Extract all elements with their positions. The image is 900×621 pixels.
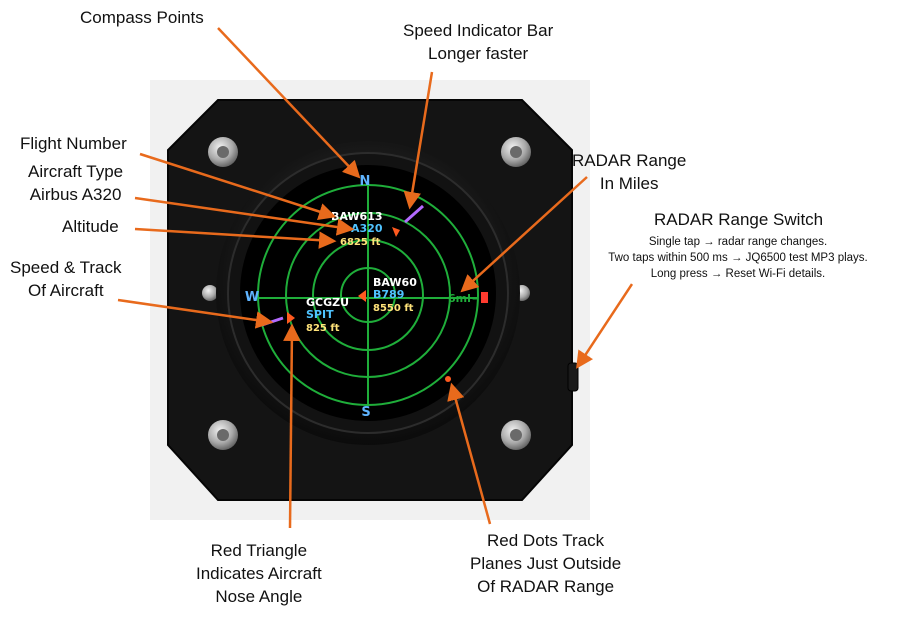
arrow-speed-bar (403, 71, 434, 210)
callout-speed-bar-line1: Speed Indicator Bar (403, 21, 554, 40)
callout-speed-bar-line2: Longer faster (428, 44, 529, 63)
arrow-radar-range (460, 176, 588, 293)
callout-flight-number: Flight Number (20, 132, 127, 155)
callout-altitude: Altitude (62, 215, 119, 238)
callout-range-switch-title: RADAR Range Switch (654, 208, 823, 231)
screw-bottom-right-icon (501, 420, 531, 450)
callout-red-triangle: Red Triangle Indicates Aircraft Nose Ang… (196, 539, 322, 608)
arrow-flight-number (139, 152, 337, 221)
callout-range-switch-title-text: RADAR Range Switch (654, 210, 824, 229)
callout-speed-track-line2: Of Aircraft (27, 281, 104, 300)
range-label-dash: – (472, 292, 478, 305)
screw-bottom-left-icon (208, 420, 238, 450)
callout-aircraft-type-line2: Airbus A320 (29, 185, 122, 204)
compass-north: N (360, 174, 371, 189)
aircraft-type: SPIT (306, 308, 334, 321)
callout-red-dots-line3: Of RADAR Range (477, 577, 615, 596)
arrow-altitude (134, 227, 337, 249)
screw-top-left-icon (208, 137, 238, 167)
callout-red-dots: Red Dots Track Planes Just Outside Of RA… (470, 529, 621, 598)
aircraft-type: B789 (373, 288, 404, 301)
aircraft-flight: BAW60 (373, 276, 417, 289)
arrow-red-triangle (283, 323, 301, 529)
annotation-arrows (117, 27, 634, 529)
arrow-speed-track (117, 298, 274, 329)
aircraft-marker-icon (358, 290, 366, 302)
aircraft-baw60: BAW60 B789 8550 ft (358, 276, 417, 314)
aircraft-altitude: 825 ft (306, 323, 340, 334)
callout-speed-track: Speed & Track Of Aircraft (10, 256, 122, 302)
callout-compass-points: Compass Points (80, 6, 204, 29)
arrow-aircraft-type (134, 196, 355, 236)
compass-south: S (361, 405, 370, 420)
aircraft-altitude: 8550 ft (373, 303, 414, 314)
arrow-red-dots (447, 382, 492, 525)
callout-compass-points-text: Compass Points (80, 8, 204, 27)
callout-flight-number-text: Flight Number (20, 134, 127, 153)
arrow-range-switch (576, 283, 634, 369)
callout-red-dots-line1: Red Dots Track (487, 531, 605, 550)
arrow-compass-points (217, 27, 361, 179)
aircraft-altitude: 6825 ft (340, 237, 381, 248)
callout-radar-range: RADAR Range In Miles (572, 149, 686, 195)
aircraft-gcgzu: GCGZU SPIT 825 ft (261, 296, 349, 334)
callout-altitude-text: Altitude (62, 217, 119, 236)
range-switch-indicator (481, 292, 488, 303)
callout-radar-range-line1: RADAR Range (572, 151, 687, 170)
callout-red-triangle-line3: Nose Angle (215, 587, 303, 606)
range-label: 6ml (448, 292, 471, 305)
callout-speed-track-line1: Speed & Track (10, 258, 122, 277)
callout-red-dots-line2: Planes Just Outside (470, 554, 622, 573)
compass-west: W (245, 290, 259, 305)
callout-aircraft-type-line1: Aircraft Type (28, 162, 124, 181)
aircraft-marker-icon (392, 227, 400, 237)
callout-radar-range-line2: In Miles (599, 174, 659, 193)
callout-speed-bar: Speed Indicator Bar Longer faster (403, 19, 553, 65)
screw-top-right-icon (501, 137, 531, 167)
range-switch-note-2: Two taps within 500 ms → JQ6500 test MP3… (608, 252, 868, 264)
callout-range-switch-notes: Single tap → radar range changes. Two ta… (590, 234, 886, 282)
screw-left-icon (202, 285, 218, 301)
radar-display: N S W 6ml – BAW613 A320 6825 ft BAW60 B7… (240, 165, 496, 421)
aircraft-flight: GCGZU (306, 296, 349, 309)
callout-red-triangle-line1: Red Triangle (210, 541, 308, 560)
callout-red-triangle-line2: Indicates Aircraft (196, 564, 322, 583)
aircraft-type: A320 (351, 222, 383, 235)
range-switch-note-1: Single tap → radar range changes. (648, 236, 828, 248)
out-of-range-dot (445, 376, 451, 382)
range-switch-button[interactable] (567, 362, 579, 392)
callout-aircraft-type: Aircraft Type Airbus A320 (28, 160, 123, 206)
aircraft-marker-icon (287, 312, 295, 324)
range-switch-note-3: Long press → Reset Wi-Fi details. (650, 268, 826, 280)
